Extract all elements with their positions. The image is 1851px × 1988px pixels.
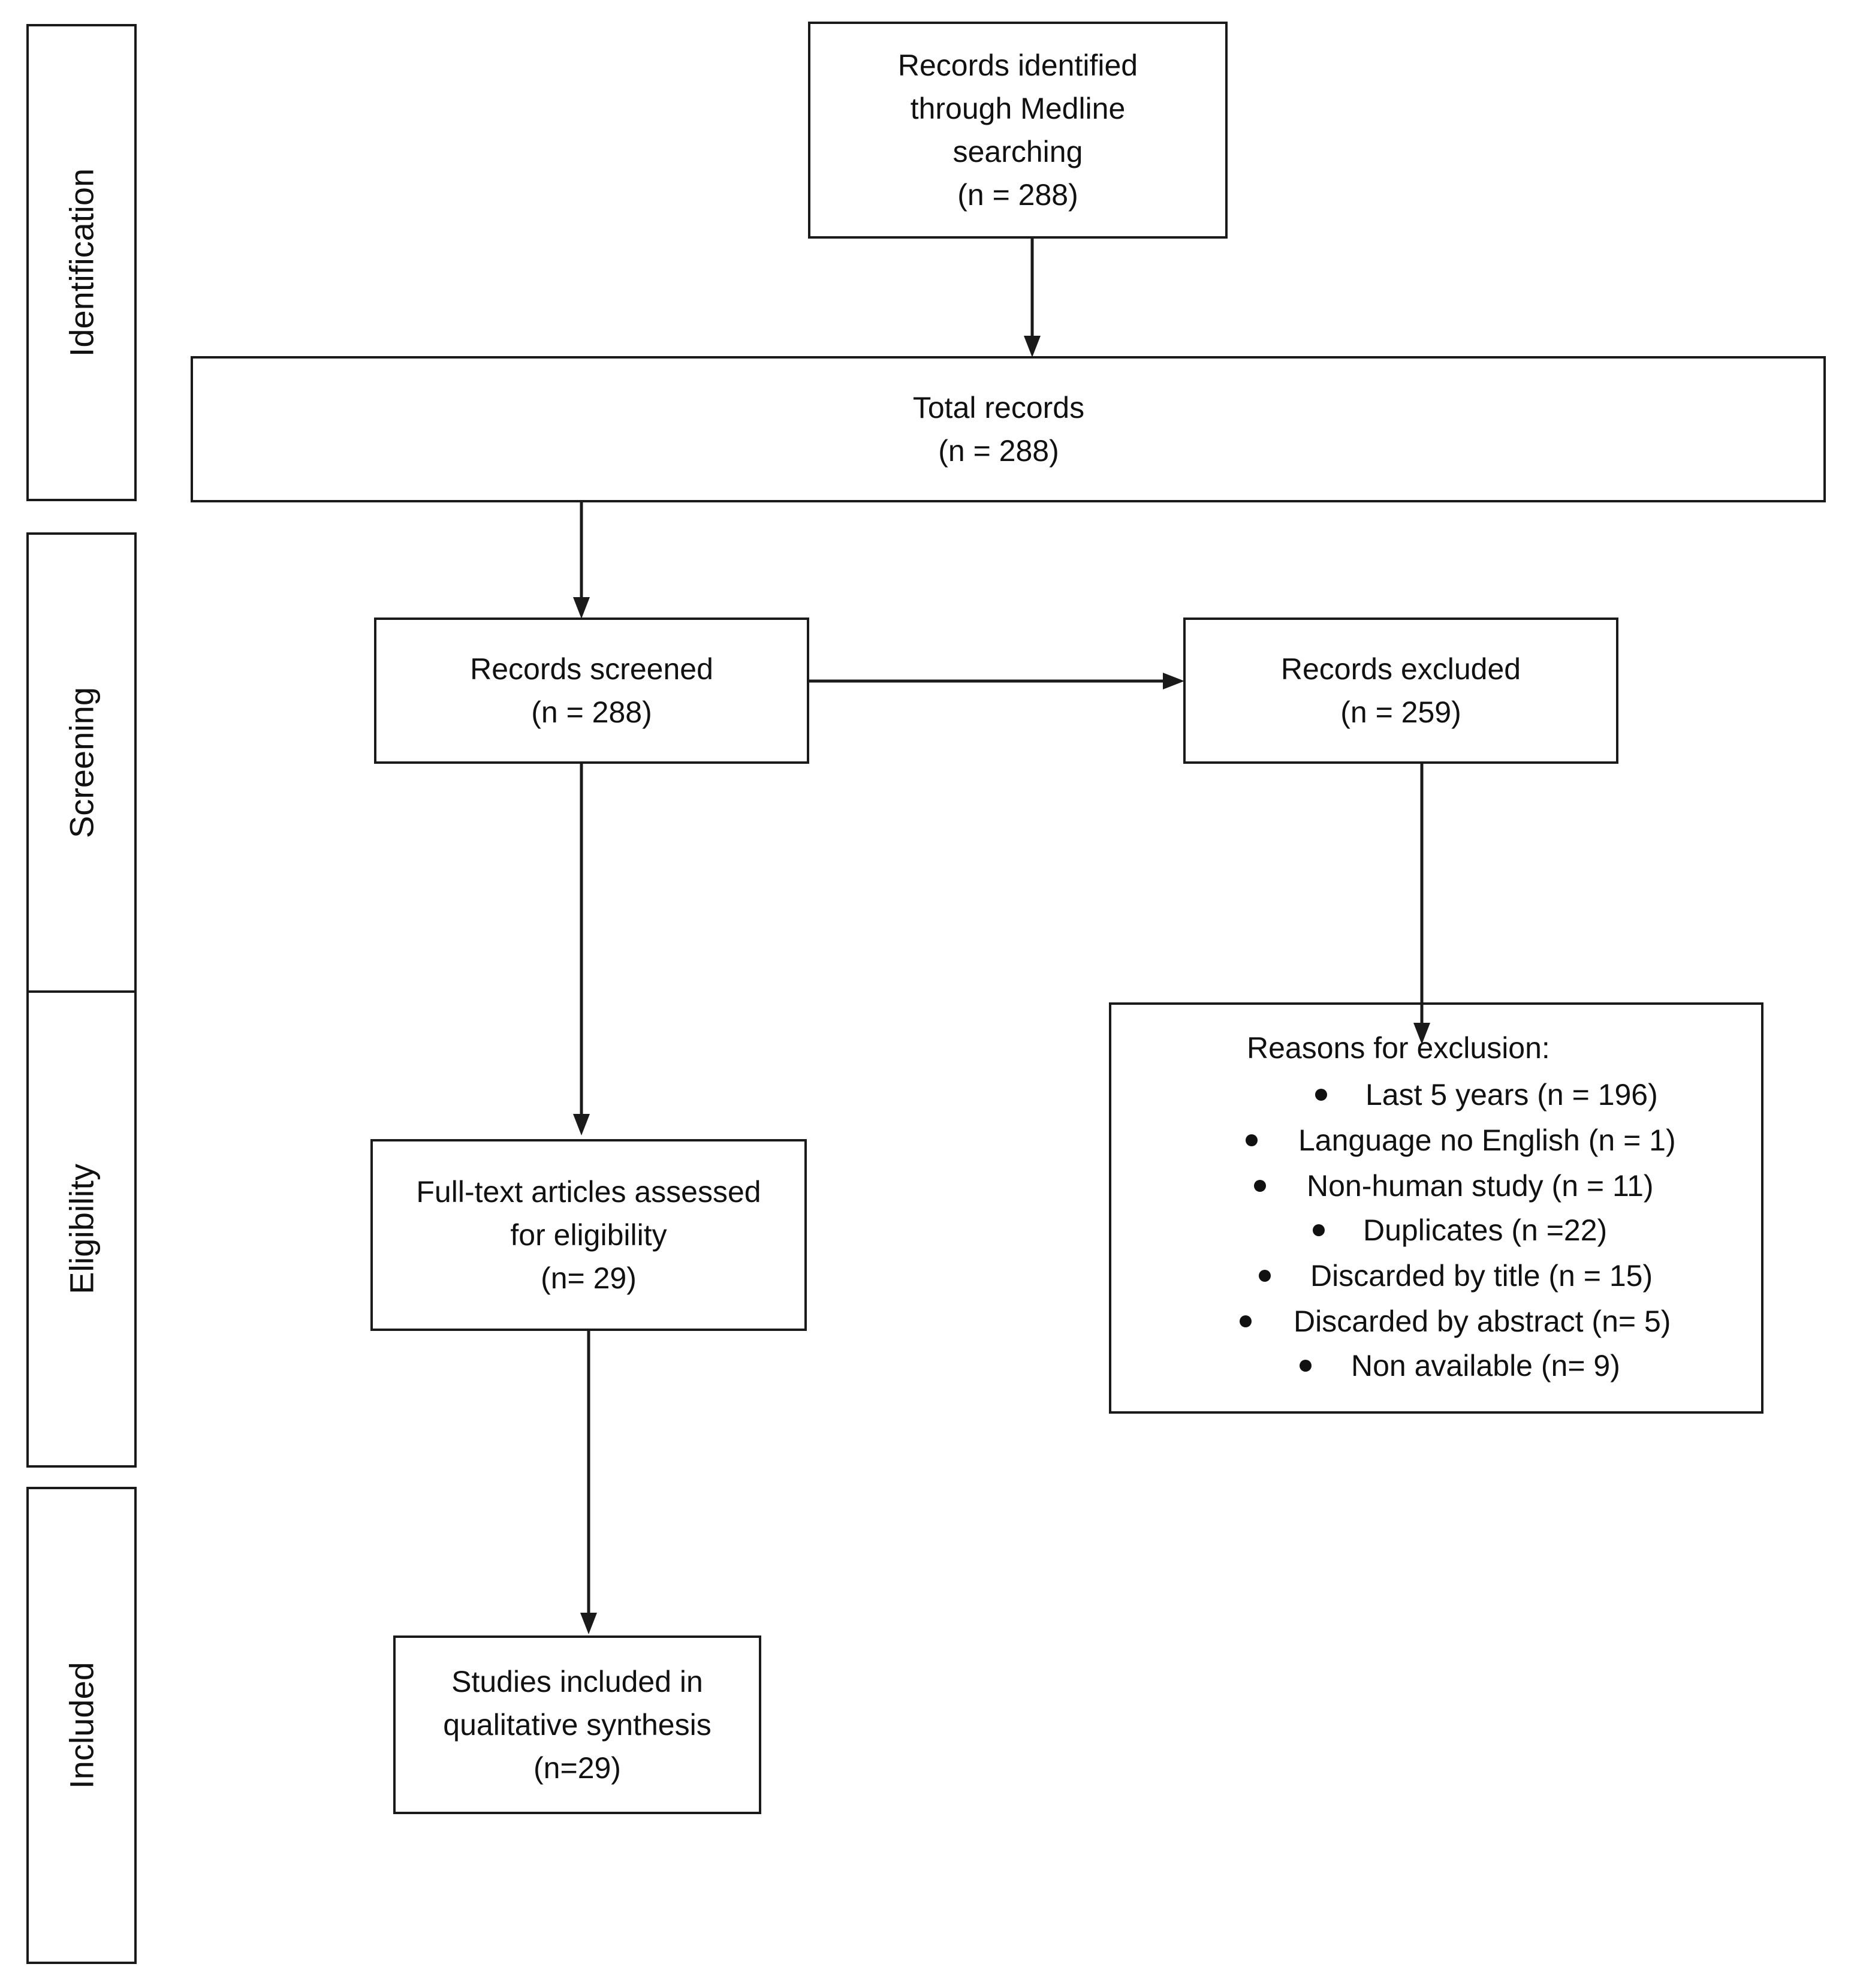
studies-included-count: (n=29) <box>533 1751 621 1785</box>
studies-included-box <box>393 1635 761 1814</box>
total-records-label: Total records <box>912 391 1085 424</box>
bullet-icon <box>1300 1360 1312 1372</box>
records-screened-count: (n = 288) <box>531 695 652 729</box>
records-screened-box <box>374 618 809 764</box>
bullet-icon <box>1313 1224 1325 1236</box>
reason-text: Last 5 years (n = 196) <box>1365 1078 1658 1112</box>
reason-text: Language no English (n = 1) <box>1298 1123 1676 1157</box>
studies-included-text: Studies included in qualitative synthesi… <box>393 1635 761 1814</box>
exclusion-reasons-title: Reasons for exclusion: <box>1247 1031 1550 1065</box>
phase-included: Included <box>26 1487 137 1964</box>
records-excluded-text: Records excluded (n = 259) <box>1183 618 1618 764</box>
bullet-icon <box>1259 1270 1271 1282</box>
bullet-icon <box>1254 1180 1266 1192</box>
arrowhead-identified-to-total <box>1024 336 1041 357</box>
fulltext-assessed-box <box>370 1139 807 1331</box>
reason-text: Non available (n= 9) <box>1351 1349 1620 1382</box>
bullet-icon <box>1246 1134 1258 1146</box>
records-identified-text: Records identified through Medline searc… <box>808 22 1228 239</box>
records-excluded-count: (n = 259) <box>1340 695 1461 729</box>
total-records-count: (n = 288) <box>938 434 1059 468</box>
reason-text: Duplicates (n =22) <box>1363 1213 1608 1247</box>
fulltext-assessed-count: (n= 29) <box>541 1261 637 1295</box>
records-identified-line-1: Records identified <box>897 49 1138 82</box>
records-screened-text: Records screened (n = 288) <box>374 618 809 764</box>
records-screened-label: Records screened <box>470 652 713 686</box>
arrowhead-total-to-screened <box>573 597 590 619</box>
records-identified-count: (n = 288) <box>957 178 1078 212</box>
records-excluded-label: Records excluded <box>1280 652 1521 686</box>
exclusion-reasons-box <box>1109 1002 1763 1414</box>
arrowhead-fulltext-to-included <box>580 1613 597 1634</box>
records-identified-line-2: through Medline <box>910 92 1126 125</box>
phase-eligibility: Eligibility <box>26 990 137 1468</box>
phase-screening: Screening <box>26 532 137 993</box>
arrowhead-screened-to-excluded <box>1163 673 1184 689</box>
fulltext-assessed-line-1: Full-text articles assessed <box>416 1175 761 1209</box>
reason-text: Discarded by title (n = 15) <box>1310 1259 1653 1293</box>
total-records-box <box>191 356 1826 502</box>
arrowhead-excluded-to-reasons <box>1413 1023 1430 1044</box>
bullet-icon <box>1240 1315 1252 1327</box>
records-excluded-box <box>1183 618 1618 764</box>
studies-included-line-2: qualitative synthesis <box>443 1708 712 1742</box>
records-identified-box <box>808 22 1228 239</box>
reason-item: Language no English (n = 1) <box>1246 1119 1676 1162</box>
reason-item: Last 5 years (n = 196) <box>1315 1073 1658 1116</box>
reason-item: Duplicates (n =22) <box>1313 1209 1608 1252</box>
reason-item: Discarded by abstract (n= 5) <box>1240 1300 1671 1343</box>
bullet-icon <box>1315 1089 1327 1101</box>
arrowhead-screened-to-fulltext <box>573 1114 590 1135</box>
reason-item: Non available (n= 9) <box>1300 1344 1620 1387</box>
records-identified-line-3: searching <box>952 135 1083 168</box>
studies-included-line-1: Studies included in <box>451 1665 703 1698</box>
reason-item: Discarded by title (n = 15) <box>1259 1254 1653 1297</box>
fulltext-assessed-line-2: for eligibility <box>510 1218 667 1252</box>
fulltext-assessed-text: Full-text articles assessed for eligibil… <box>370 1139 807 1331</box>
reason-item: Non-human study (n = 11) <box>1254 1164 1654 1207</box>
reason-text: Non-human study (n = 11) <box>1307 1169 1654 1203</box>
phase-identification: Identification <box>26 24 137 501</box>
reason-text: Discarded by abstract (n= 5) <box>1294 1305 1671 1338</box>
total-records-text: Total records (n = 288) <box>191 356 1826 502</box>
